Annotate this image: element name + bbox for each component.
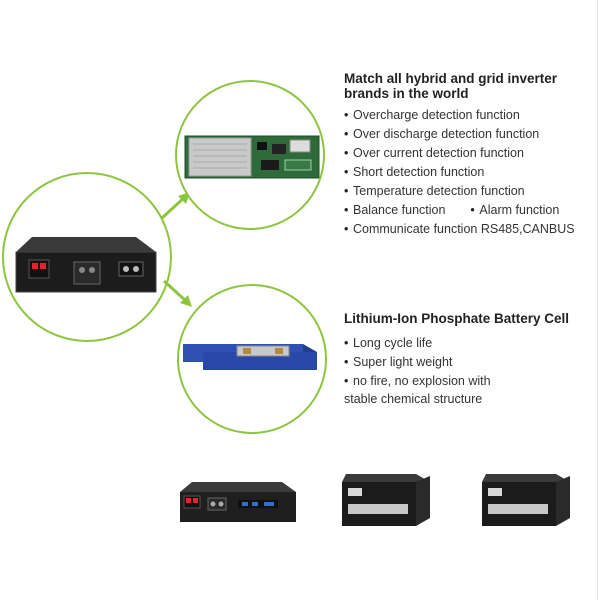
list-item: •Balance function •Alarm function — [344, 203, 560, 217]
cell-list: •Long cycle life •Super light weight •no… — [344, 334, 491, 408]
list-item: stable chemical structure — [344, 392, 483, 406]
features-title: Match all hybrid and grid inverter brand… — [344, 71, 558, 101]
list-item: •Long cycle life — [344, 336, 433, 350]
lifepo4-cell-image — [183, 344, 317, 370]
battery-module-image — [482, 474, 570, 526]
list-item: •Over current detection function — [344, 146, 524, 160]
battery-module-image — [15, 237, 157, 293]
battery-module-circle — [2, 172, 172, 342]
cell-title: Lithium-Ion Phosphate Battery Cell — [344, 311, 570, 326]
list-item: •Over discharge detection function — [344, 127, 540, 141]
page-edge-line — [597, 0, 598, 600]
battery-module-image — [342, 474, 430, 526]
cell-circle — [177, 284, 327, 434]
list-item: •no fire, no explosion with — [344, 374, 491, 388]
battery-module-image — [180, 482, 296, 522]
list-item: •Communicate function RS485,CANBUS — [344, 222, 575, 236]
arrow-icon — [162, 279, 192, 307]
bms-board-circle — [175, 80, 325, 230]
list-item: •Short detection function — [344, 165, 485, 179]
features-list: •Overcharge detection function •Over dis… — [344, 106, 575, 239]
list-item: •Overcharge detection function — [344, 108, 520, 122]
list-item: •Super light weight — [344, 355, 453, 369]
list-item: •Temperature detection function — [344, 184, 525, 198]
bms-board-image — [184, 135, 320, 179]
